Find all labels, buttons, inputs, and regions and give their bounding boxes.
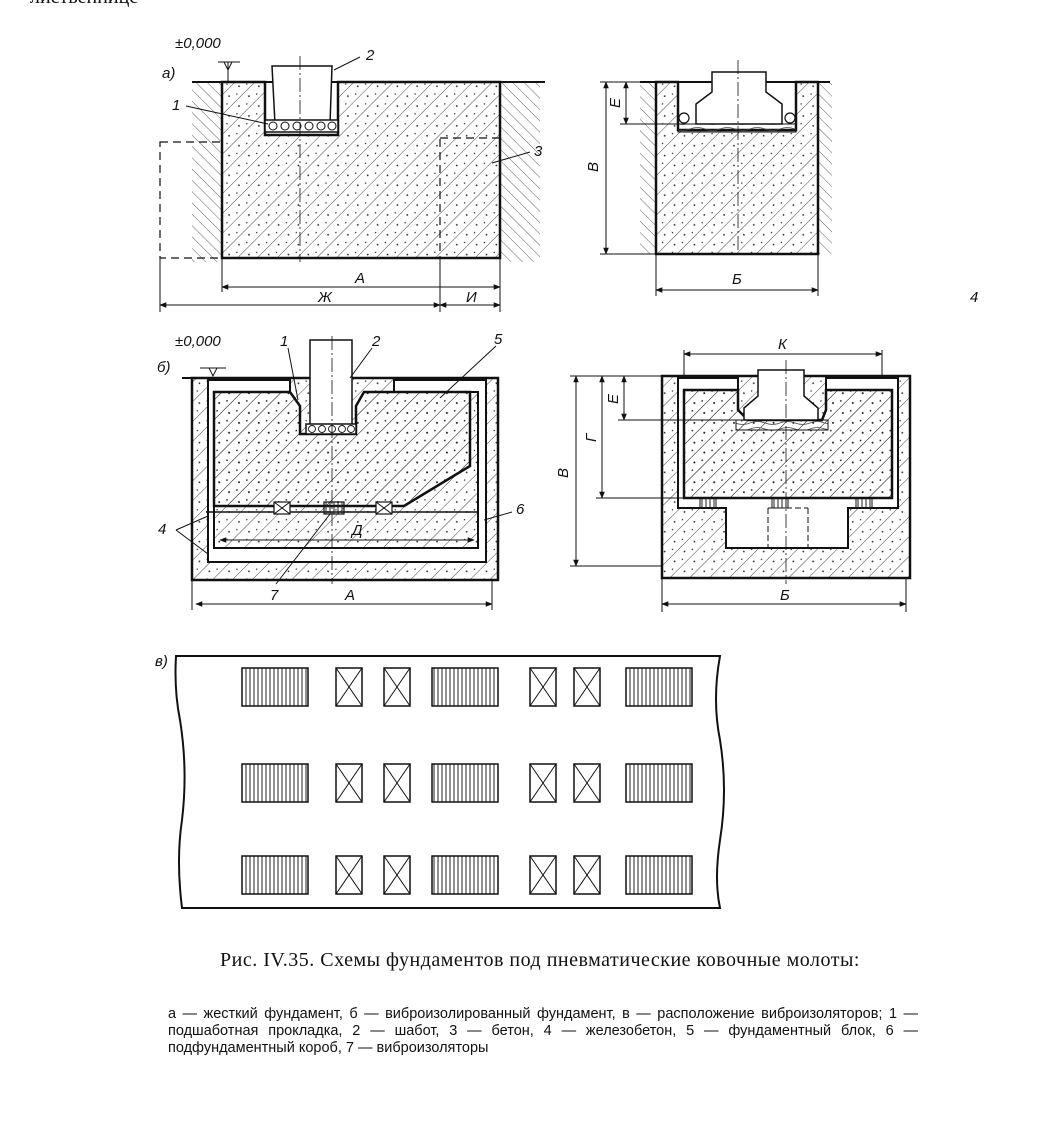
level-mark-b: ±0,000 xyxy=(175,333,221,350)
dim-a-E: Е xyxy=(607,97,624,108)
isolator-cross-mark xyxy=(573,667,601,707)
isolator-block xyxy=(431,763,499,803)
callout-b-5: 5 xyxy=(494,331,503,348)
isolator-cross-mark xyxy=(335,763,363,803)
panel-b-side xyxy=(570,350,912,612)
isolator-block xyxy=(625,855,693,895)
dim-b-E: Е xyxy=(605,393,622,404)
callout-b-1: 1 xyxy=(280,333,288,350)
isolator-block xyxy=(241,855,309,895)
isolator-block xyxy=(241,763,309,803)
panel-label-b: б) xyxy=(157,359,170,376)
isolator-grid xyxy=(241,667,693,895)
isolator-cross-mark xyxy=(529,667,557,707)
dim-a-Zh: Ж xyxy=(317,289,333,306)
isolator-cross-mark xyxy=(529,763,557,803)
dim-b-A: А xyxy=(344,587,355,604)
isolator-block xyxy=(625,763,693,803)
isolator-block xyxy=(625,667,693,707)
isolator-cross-mark xyxy=(335,855,363,895)
callout-b-6: 6 xyxy=(516,501,525,518)
callout-b-4: 4 xyxy=(158,521,166,538)
dim-b-V: В xyxy=(555,468,572,478)
foundation-diagram: ±0,000 а) 1 2 3 А Ж И В Е Б 4 xyxy=(155,35,978,909)
isolator-block xyxy=(431,667,499,707)
isolator-block xyxy=(241,667,309,707)
callout-a-1: 1 xyxy=(172,97,180,114)
dim-b-D: Д xyxy=(350,522,363,539)
isolator-cross-mark xyxy=(335,667,363,707)
isolator-cross-mark xyxy=(383,855,411,895)
panel-a-side xyxy=(600,60,832,296)
isolator-cross-mark xyxy=(383,667,411,707)
callout-b-2: 2 xyxy=(371,333,381,350)
callout-a-3: 3 xyxy=(534,143,543,160)
dim-b-G: Г xyxy=(583,432,600,442)
figure-caption: Рис. IV.35. Схемы фундаментов под пневма… xyxy=(220,949,860,971)
panel-label-c: в) xyxy=(155,653,168,670)
callout-a-2: 2 xyxy=(365,47,375,64)
panel-a-section xyxy=(159,56,545,312)
dim-a-V: В xyxy=(585,162,602,172)
dim-a-B: Б xyxy=(732,271,742,288)
isolator-cross-mark xyxy=(529,855,557,895)
page-top-fragment: лиственнице xyxy=(30,0,138,9)
stray-mark: 4 xyxy=(970,289,978,306)
callout-b-7: 7 xyxy=(270,587,279,604)
isolator-block xyxy=(431,855,499,895)
dim-a-A: А xyxy=(354,270,365,287)
dim-a-I: И xyxy=(466,289,477,306)
isolator-cross-mark xyxy=(573,763,601,803)
dim-b-B: Б xyxy=(780,587,790,604)
panel-label-a: а) xyxy=(162,65,175,82)
figure-legend: а — жесткий фундамент, б — виброизолиров… xyxy=(168,1006,918,1056)
level-mark-a: ±0,000 xyxy=(175,35,221,52)
dim-b-K: К xyxy=(778,336,788,353)
isolator-cross-mark xyxy=(573,855,601,895)
isolator-cross-mark xyxy=(383,763,411,803)
panel-b-section xyxy=(175,336,513,610)
